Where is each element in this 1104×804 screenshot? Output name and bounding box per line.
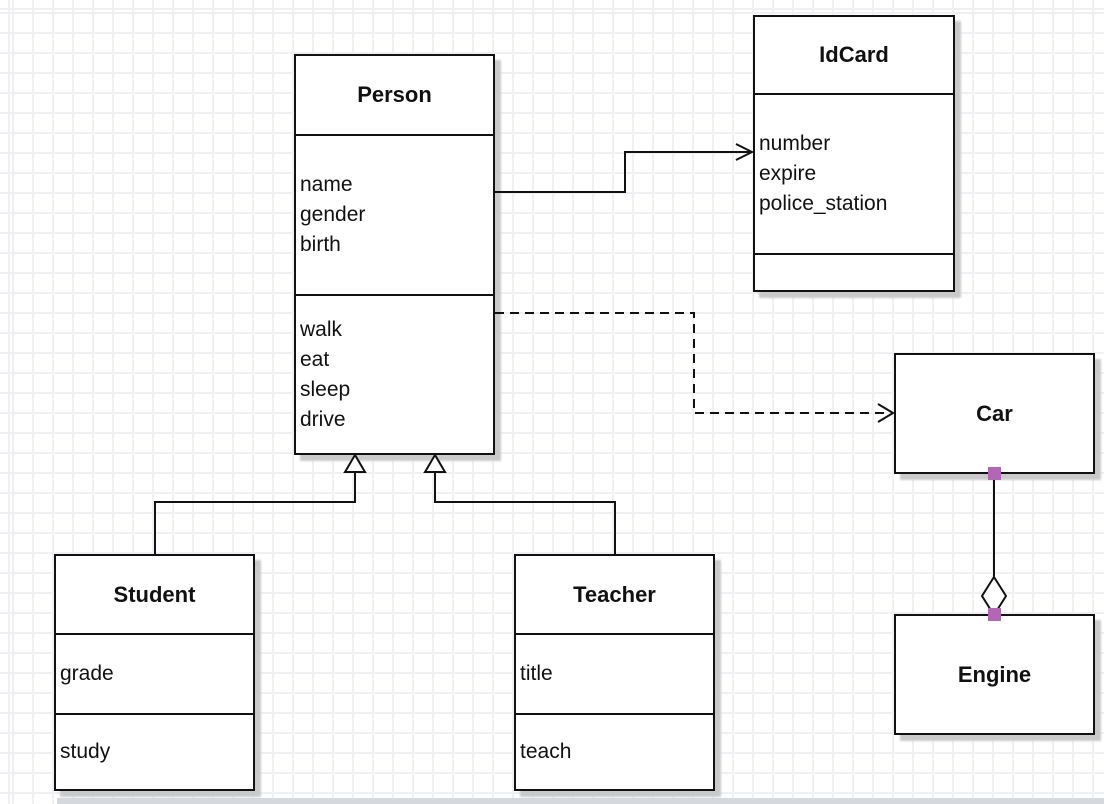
class-idcard-attributes: number expire police_station	[755, 93, 953, 253]
class-student[interactable]: Student grade study	[54, 554, 255, 791]
class-teacher-title: Teacher	[573, 581, 656, 607]
class-student-methods: study	[56, 713, 253, 789]
class-attribute: title	[520, 662, 553, 685]
class-student-title: Student	[113, 581, 196, 607]
class-person-methods: walk eat sleep drive	[296, 294, 493, 453]
class-idcard[interactable]: IdCard number expire police_station	[753, 15, 955, 292]
class-method: drive	[300, 407, 346, 431]
hollow-diamond-icon	[980, 575, 1008, 617]
class-idcard-methods	[755, 253, 953, 290]
class-method: study	[60, 740, 111, 763]
edge-line[interactable]	[495, 151, 750, 193]
class-car-title: Car	[976, 400, 1013, 426]
class-person[interactable]: Person name gender birth walk eat sleep …	[294, 54, 495, 455]
edge-line[interactable]	[154, 472, 356, 554]
edge-line[interactable]	[434, 472, 616, 554]
class-method: sleep	[300, 377, 351, 401]
edge-generalization-student-person[interactable]	[154, 453, 367, 554]
class-engine-title: Engine	[957, 661, 1032, 687]
class-attribute: name	[300, 173, 353, 196]
class-engine[interactable]: Engine	[894, 614, 1095, 735]
edge-aggregation-car-engine[interactable]	[980, 467, 1008, 621]
edge-association-person-idcard[interactable]	[495, 143, 755, 193]
class-method: eat	[300, 347, 330, 371]
class-teacher-methods: teach	[516, 713, 713, 789]
class-teacher[interactable]: Teacher title teach	[514, 554, 715, 791]
class-student-attributes: grade	[56, 633, 253, 713]
class-car[interactable]: Car	[894, 353, 1095, 474]
canvas-edge-strip	[57, 798, 1104, 804]
edge-line[interactable]	[495, 312, 888, 414]
hollow-triangle-icon	[343, 453, 367, 473]
class-attribute: number	[759, 132, 831, 155]
class-person-attributes: name gender birth	[296, 134, 493, 294]
class-attribute: gender	[300, 203, 366, 226]
class-attribute: expire	[759, 162, 817, 185]
class-attribute: birth	[300, 233, 341, 256]
open-arrowhead-icon	[735, 143, 755, 161]
edge-dependency-person-car[interactable]	[495, 312, 895, 423]
class-attribute: grade	[60, 662, 114, 685]
class-teacher-attributes: title	[516, 633, 713, 713]
class-idcard-title: IdCard	[819, 42, 889, 67]
class-person-title: Person	[357, 82, 432, 107]
class-method: walk	[300, 317, 343, 341]
class-attribute: police_station	[759, 192, 888, 215]
hollow-triangle-icon	[423, 453, 447, 473]
edge-generalization-teacher-person[interactable]	[423, 453, 616, 554]
class-method: teach	[520, 740, 572, 763]
open-arrowhead-icon	[877, 403, 895, 423]
